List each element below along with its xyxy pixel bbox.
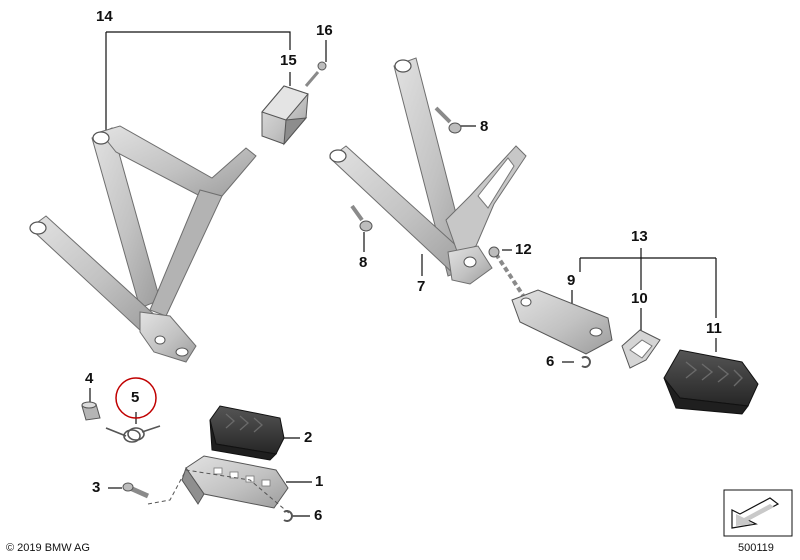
part-16-screw[interactable]: [304, 61, 327, 87]
part-9-footpeg-carrier[interactable]: [511, 289, 613, 355]
callout-8-lower[interactable]: 8: [359, 254, 368, 271]
callout-15[interactable]: 15: [280, 52, 297, 69]
part-4-bushing[interactable]: [81, 401, 101, 421]
part-14-left-hanger-bracket[interactable]: [29, 125, 257, 363]
callout-8-upper[interactable]: 8: [480, 118, 489, 135]
view-direction-arrow-icon: [723, 489, 793, 537]
callout-5[interactable]: 5: [131, 389, 140, 406]
callout-7[interactable]: 7: [417, 278, 426, 295]
part-8-bolt-upper[interactable]: [434, 106, 462, 134]
part-2-left-rubber-footpeg[interactable]: [209, 405, 285, 461]
part-5-torsion-spring[interactable]: [105, 425, 161, 443]
part-10-spring-clip[interactable]: [621, 329, 661, 369]
callout-1[interactable]: 1: [315, 473, 324, 490]
part-12-pivot-pin[interactable]: [488, 246, 528, 302]
callout-11[interactable]: 11: [706, 320, 722, 337]
callout-6-bottom[interactable]: 6: [314, 507, 323, 524]
callout-2[interactable]: 2: [304, 429, 313, 446]
callout-13[interactable]: 13: [631, 228, 648, 245]
callout-12[interactable]: 12: [515, 241, 532, 258]
copyright-text: © 2019 BMW AG: [6, 542, 90, 554]
callout-3[interactable]: 3: [92, 479, 101, 496]
callout-16[interactable]: 16: [316, 22, 333, 39]
callout-4[interactable]: 4: [85, 370, 94, 387]
part-11-right-rubber-footpeg[interactable]: [663, 349, 759, 415]
diagram-number: 500119: [738, 542, 774, 554]
callout-10[interactable]: 10: [631, 290, 648, 307]
part-7-right-footrest-bracket[interactable]: [329, 57, 527, 285]
leader-14-right: [106, 31, 291, 50]
callout-9[interactable]: 9: [567, 272, 576, 289]
leader-lines: [89, 31, 717, 517]
part-15-clamp-block[interactable]: [261, 85, 309, 146]
callout-6-right[interactable]: 6: [546, 353, 555, 370]
part-3-pin[interactable]: [122, 482, 150, 499]
part-1-left-footpeg[interactable]: [147, 455, 291, 515]
part-6-circlip-right[interactable]: [581, 356, 591, 368]
part-8-bolt-lower[interactable]: [350, 204, 373, 232]
callout-14[interactable]: 14: [96, 8, 113, 25]
callout-5-highlight-ring: [115, 377, 157, 419]
